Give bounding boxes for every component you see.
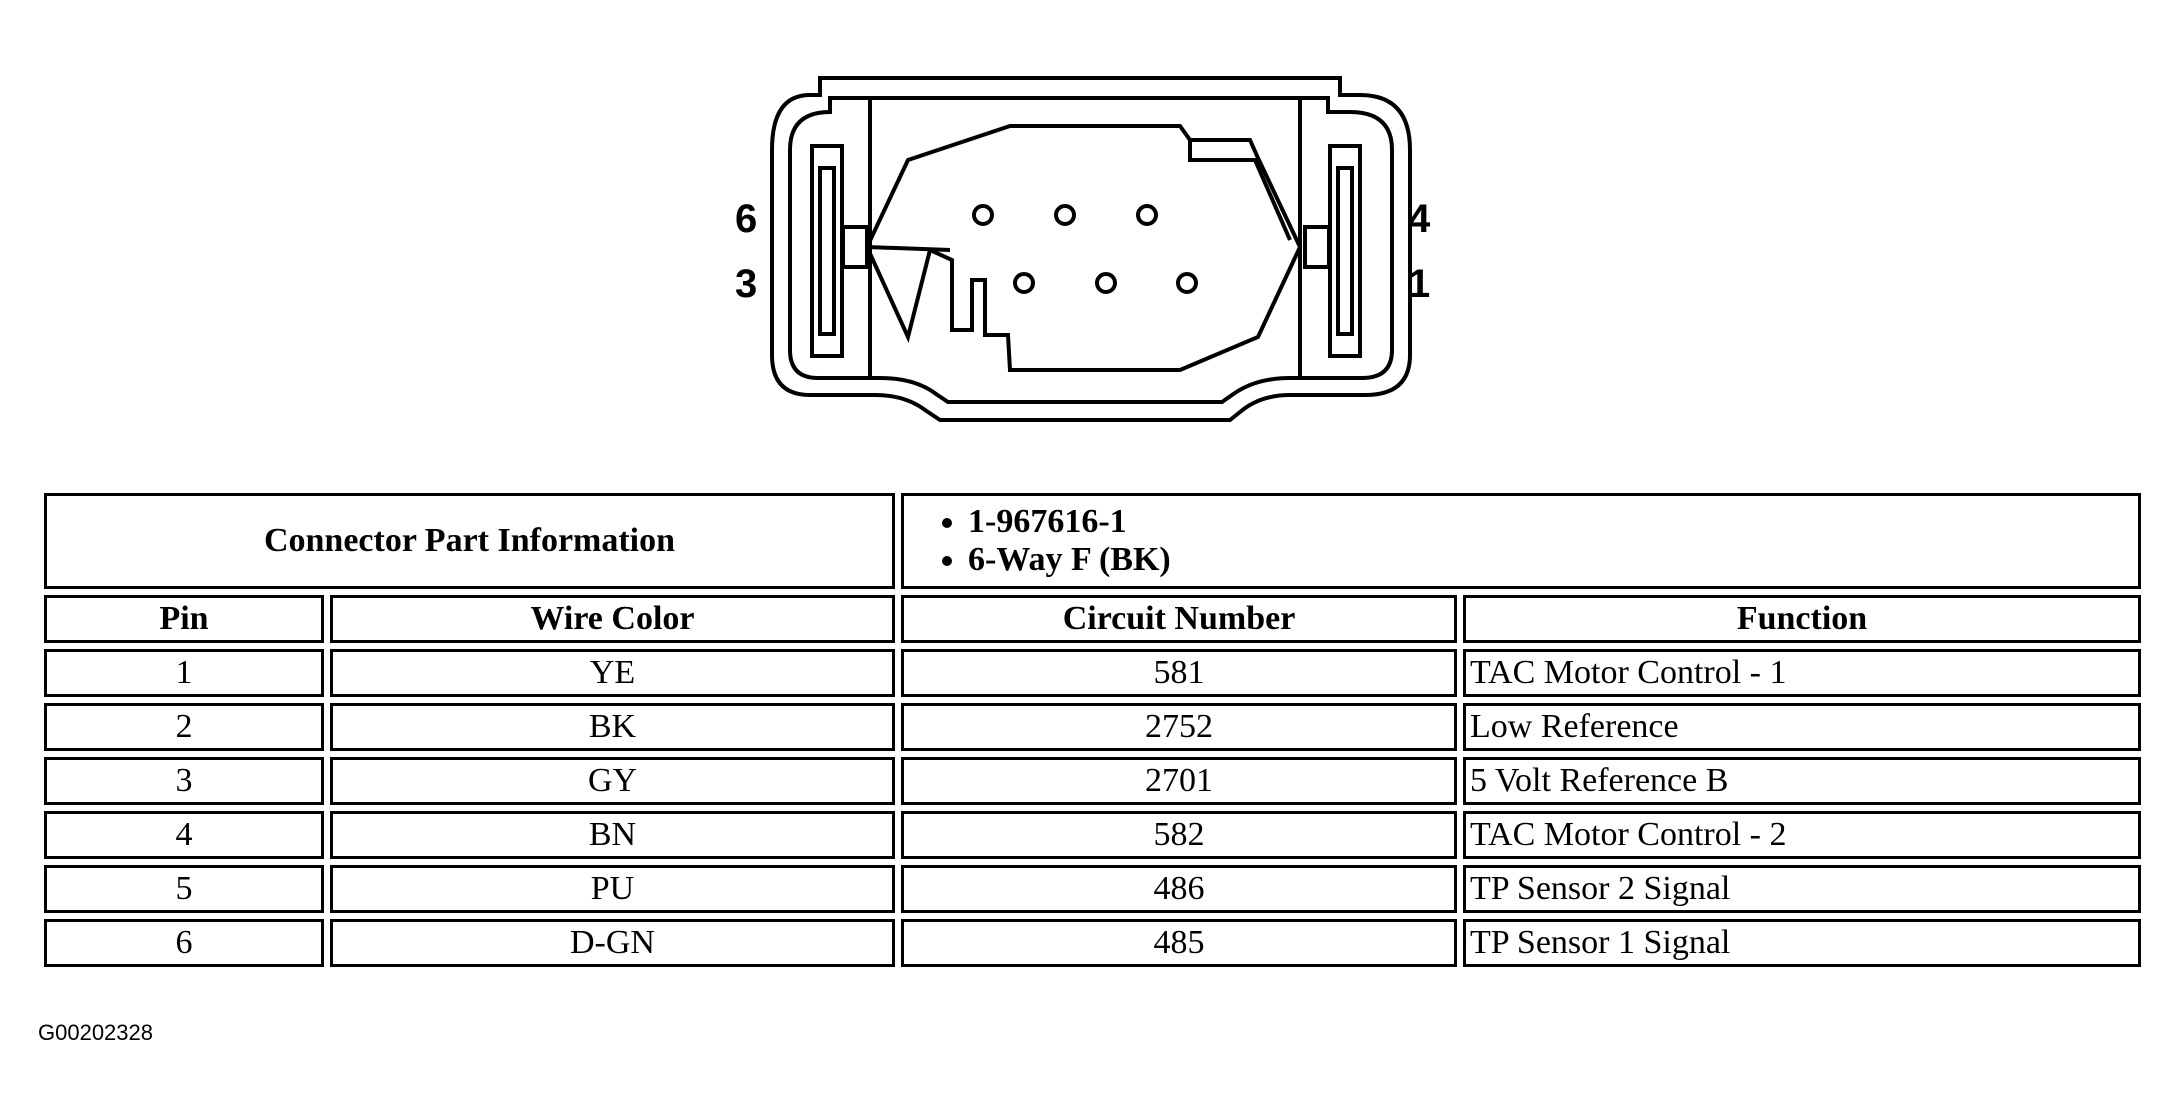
function-cell: TP Sensor 2 Signal [1463, 865, 2142, 913]
mating-face-outline [864, 124, 1303, 372]
pin-cell: 1 [44, 649, 324, 697]
pin-socket-6 [972, 204, 994, 226]
pin-socket-1 [1176, 272, 1198, 294]
circuit-cell: 486 [901, 865, 1457, 913]
connector-inner-housing [788, 96, 1394, 404]
connector-info-table: Connector Part Information 1-967616-1 6-… [38, 487, 2147, 973]
table-row: 3 GY 2701 5 Volt Reference B [44, 757, 2142, 805]
circuit-cell: 581 [901, 649, 1457, 697]
connector-type: 6-Way F (BK) [968, 541, 2134, 579]
part-number: 1-967616-1 [968, 503, 2134, 541]
pin-label-1: 1 [1408, 262, 1430, 306]
function-cell: Low Reference [1463, 703, 2142, 751]
function-cell: TP Sensor 1 Signal [1463, 919, 2142, 967]
part-info-values: 1-967616-1 6-Way F (BK) [901, 493, 2142, 589]
right-latch [1328, 144, 1362, 358]
pin-cell: 4 [44, 811, 324, 859]
pin-label-4: 4 [1408, 197, 1431, 241]
col-header-pin: Pin [44, 595, 324, 643]
col-header-circuit-number: Circuit Number [901, 595, 1457, 643]
col-header-wire-color: Wire Color [330, 595, 895, 643]
circuit-cell: 582 [901, 811, 1457, 859]
pin-cell: 6 [44, 919, 324, 967]
wire-color-cell: BN [330, 811, 895, 859]
pin-socket-5 [1054, 204, 1076, 226]
left-latch [810, 144, 844, 358]
table-row: 6 D-GN 485 TP Sensor 1 Signal [44, 919, 2142, 967]
wire-color-cell: GY [330, 757, 895, 805]
pin-socket-4 [1136, 204, 1158, 226]
part-info-row: Connector Part Information 1-967616-1 6-… [44, 493, 2142, 589]
pin-cell: 2 [44, 703, 324, 751]
wire-color-cell: BK [330, 703, 895, 751]
pin-socket-3 [1013, 272, 1035, 294]
pin-cell: 5 [44, 865, 324, 913]
pin-cell: 3 [44, 757, 324, 805]
part-info-label: Connector Part Information [44, 493, 895, 589]
pin-label-3: 3 [735, 262, 757, 306]
table-row: 2 BK 2752 Low Reference [44, 703, 2142, 751]
wire-color-cell: PU [330, 865, 895, 913]
connector-outer-housing [770, 76, 1412, 422]
circuit-cell: 2701 [901, 757, 1457, 805]
function-cell: TAC Motor Control - 2 [1463, 811, 2142, 859]
figure-id: G00202328 [38, 1020, 153, 1045]
circuit-cell: 2752 [901, 703, 1457, 751]
function-cell: TAC Motor Control - 1 [1463, 649, 2142, 697]
wire-color-cell: D-GN [330, 919, 895, 967]
circuit-cell: 485 [901, 919, 1457, 967]
connector-face-diagram: 6 3 4 1 [735, 76, 1431, 422]
wire-color-cell: YE [330, 649, 895, 697]
table-row: 1 YE 581 TAC Motor Control - 1 [44, 649, 2142, 697]
function-cell: 5 Volt Reference B [1463, 757, 2142, 805]
pin-socket-2 [1095, 272, 1117, 294]
table-row: 5 PU 486 TP Sensor 2 Signal [44, 865, 2142, 913]
part-info-list: 1-967616-1 6-Way F (BK) [908, 503, 2134, 579]
col-header-function: Function [1463, 595, 2142, 643]
table-row: 4 BN 582 TAC Motor Control - 2 [44, 811, 2142, 859]
column-header-row: Pin Wire Color Circuit Number Function [44, 595, 2142, 643]
pin-label-6: 6 [735, 197, 757, 241]
